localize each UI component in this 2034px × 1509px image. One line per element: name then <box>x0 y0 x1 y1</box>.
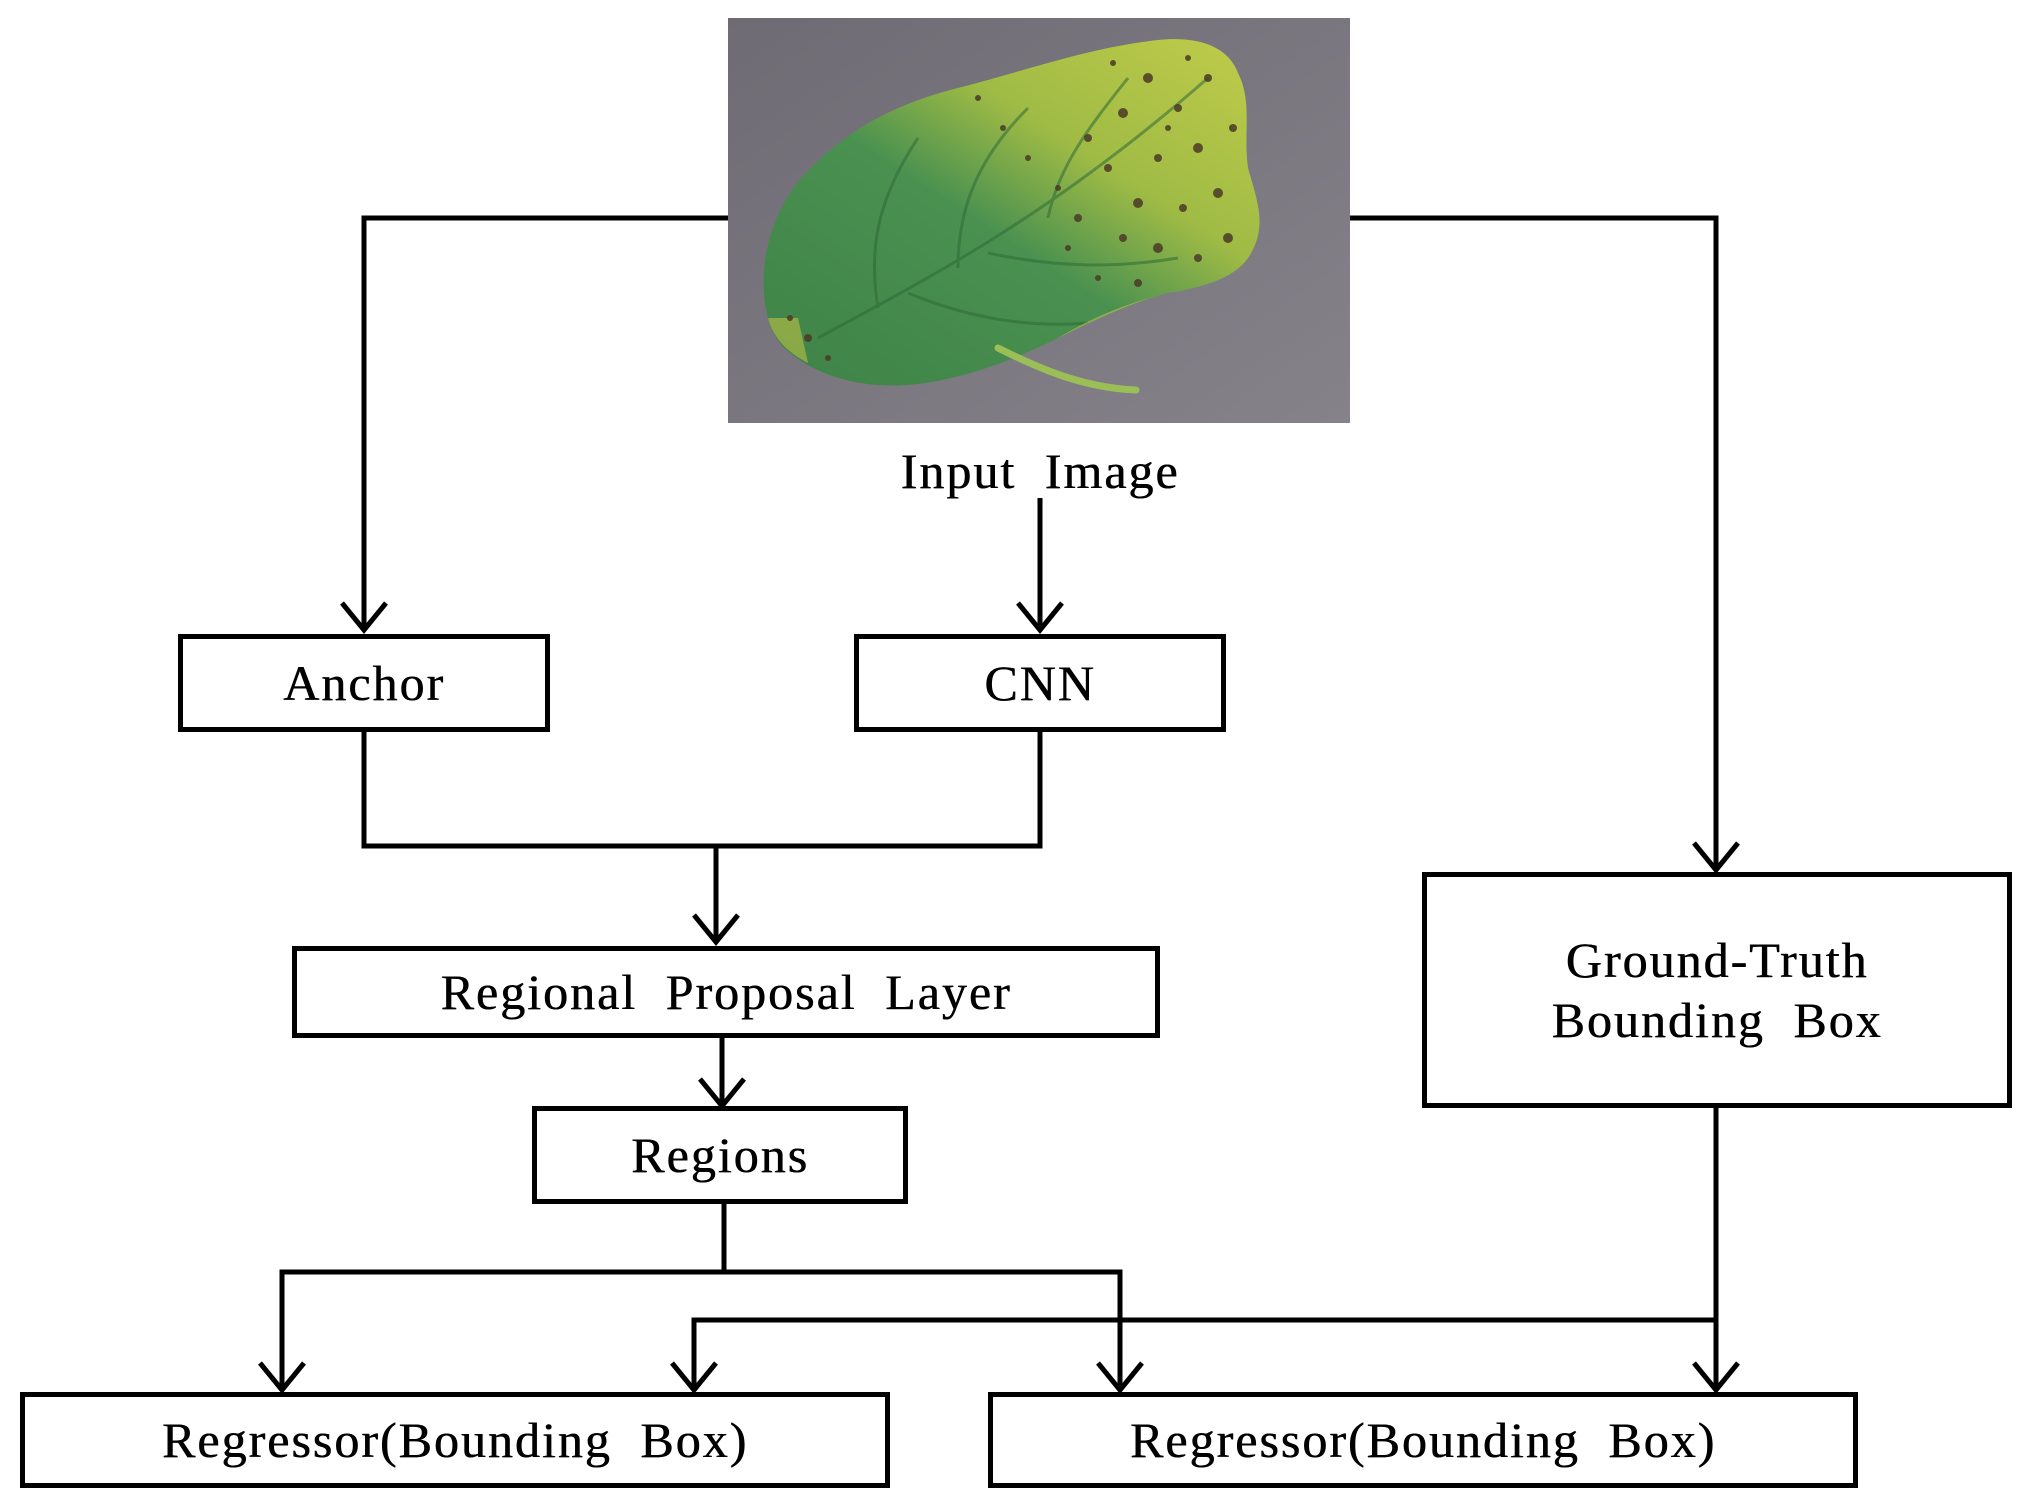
connector-image-to-anchor <box>361 215 728 626</box>
connector-ground-truth-split <box>691 1317 1716 1386</box>
ground-truth-label-line1: Ground-Truth <box>1565 932 1869 988</box>
regions-label: Regions <box>631 1127 809 1183</box>
regressor-left-label: Regressor(Bounding Box) <box>161 1412 749 1468</box>
anchor-box: Anchor <box>178 634 550 732</box>
cnn-label: CNN <box>984 655 1096 711</box>
arrowhead-cnn <box>1016 601 1064 634</box>
input-image-photo <box>728 18 1350 423</box>
regressor-right-box: Regressor(Bounding Box) <box>988 1392 1858 1488</box>
arrowhead-regressor-right-b <box>1692 1361 1740 1394</box>
connector-image-to-ground-truth <box>1350 215 1719 866</box>
arrowhead-regressor-left-a <box>258 1361 306 1394</box>
connector-regions-split <box>279 1269 1123 1386</box>
anchor-label: Anchor <box>283 655 445 711</box>
regressor-left-box: Regressor(Bounding Box) <box>20 1392 890 1488</box>
regressor-right-label: Regressor(Bounding Box) <box>1129 1412 1717 1468</box>
regions-box: Regions <box>532 1106 908 1204</box>
regional-proposal-layer-box: Regional Proposal Layer <box>292 946 1160 1038</box>
arrowhead-ground-truth <box>1692 841 1740 874</box>
connector-anchor-merge <box>361 730 1043 849</box>
regional-proposal-layer-label: Regional Proposal Layer <box>440 964 1012 1020</box>
ground-truth-box: Ground-Truth Bounding Box <box>1422 872 2012 1108</box>
arrowhead-rpl <box>692 913 740 946</box>
ground-truth-label-line2: Bounding Box <box>1551 992 1883 1048</box>
arrowhead-regressor-left-b <box>670 1361 718 1394</box>
input-image-label: Input Image <box>900 443 1180 499</box>
cnn-box: CNN <box>854 634 1226 732</box>
arrowhead-anchor <box>340 601 388 634</box>
arrowhead-regressor-right-a <box>1096 1361 1144 1394</box>
